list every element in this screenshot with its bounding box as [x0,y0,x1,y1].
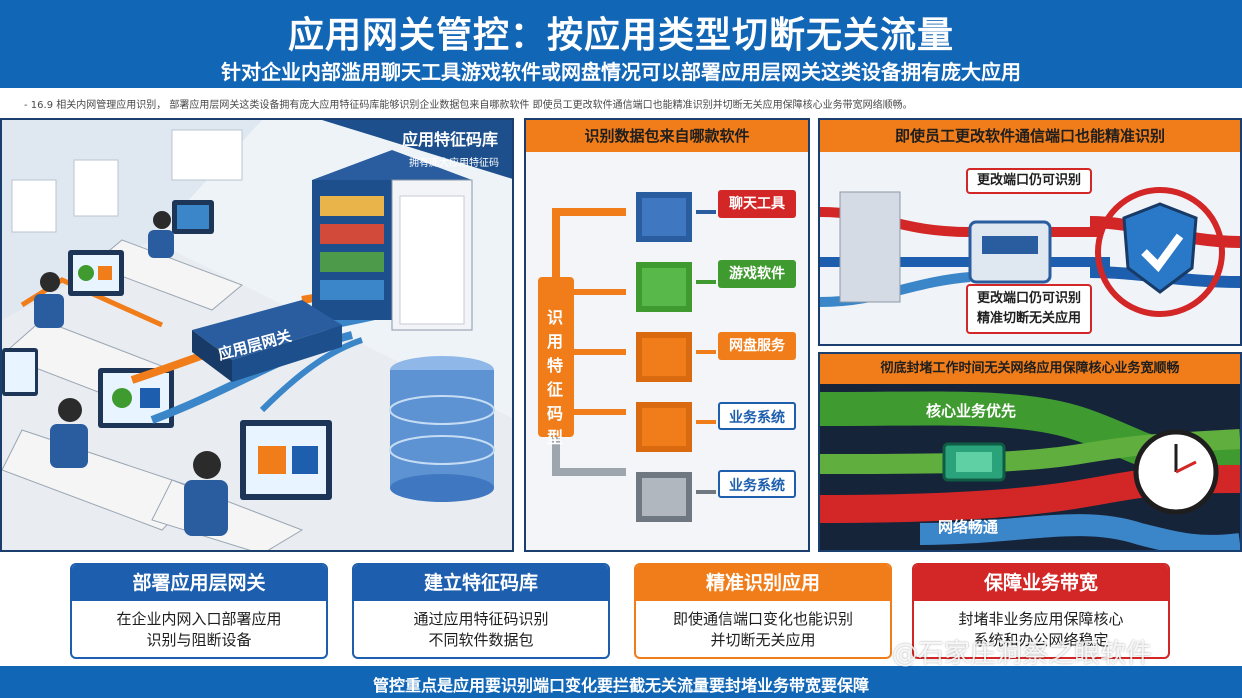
port-label-bottom-box: 更改端口仍可识别 精准切断无关应用 [966,284,1092,334]
vertical-label: 识用特征码型 [546,308,563,447]
card-build-library-line1: 通过应用特征码识别 [413,610,549,628]
footer-banner: 管控重点是应用要识别端口变化要拦截无关流量要封堵业务带宽要保障 [0,666,1242,698]
app-label-business-1: 业务系统 [718,402,796,430]
card-deploy-gateway-title: 部署应用层网关 [72,565,326,601]
panel-bandwidth: 彻底封堵工作时间无关网络应用保障核心业务宽顺畅 核心业务优先 网络畅通 [818,352,1242,552]
bandwidth-illustration [820,391,1240,550]
app-label-business-2: 业务系统 [718,470,796,498]
software-flow-illustration [538,192,716,522]
watermark: @石家庄洞察之眼软件 [892,639,1153,669]
port-change-illustration [820,187,1240,317]
app-label-netdisk: 网盘服务 [718,332,796,360]
card-precise-identify-line1: 即使通信端口变化也能识别 [672,610,853,628]
page-title: 应用网关管控：按应用类型切断无关流量 [287,15,954,56]
panel-port-change: 即使员工更改软件通信端口也能精准识别 更改端口仍可识别 更改端口仍可识别 精准切… [818,118,1242,346]
card-precise-identify: 精准识别应用 即使通信端口变化也能识别 并切断无关应用 [634,563,892,659]
app-label-game: 游戏软件 [718,260,796,288]
office-scene-illustration: 应用特征码库 拥有庞大应用特征码 应用层网关 [2,120,512,550]
footer-text: 管控重点是应用要识别端口变化要拦截无关流量要封堵业务带宽要保障 [372,676,869,695]
card-build-library-line2: 不同软件数据包 [428,631,534,649]
app-label-chat: 聊天工具 [718,190,796,218]
card-deploy-gateway: 部署应用层网关 在企业内网入口部署应用 识别与阻断设备 [70,563,328,659]
port-label-bottom-line1: 更改端口仍可识别 [976,291,1081,306]
library-title: 应用特征码库 [402,130,498,149]
card-deploy-gateway-line1: 在企业内网入口部署应用 [116,610,282,628]
port-label-bottom-line2: 精准切断无关应用 [976,311,1081,326]
card-build-library-title: 建立特征码库 [354,565,608,601]
core-priority-label: 核心业务优先 [926,402,1017,420]
card-guarantee-bandwidth-line1: 封堵非业务应用保障核心 [958,610,1124,628]
card-precise-identify-title: 精准识别应用 [636,565,890,601]
panel4-title: 彻底封堵工作时间无关网络应用保障核心业务宽顺畅 [820,354,1240,384]
card-guarantee-bandwidth-line2: 系统和办公网络稳定 [973,631,1109,649]
panel2-title: 识别数据包来自哪款软件 [526,120,808,152]
card-precise-identify-line2: 并切断无关应用 [710,631,816,649]
panel-identify-software: 识别数据包来自哪款软件 识用特征码型 聊天工具 游戏软件 网盘服务 业务系统 业… [524,118,810,552]
port-label-top: 更改端口仍可识别 [966,168,1092,194]
panel3-title: 即使员工更改软件通信端口也能精准识别 [820,120,1240,152]
card-deploy-gateway-line2: 识别与阻断设备 [146,631,252,649]
card-build-library: 建立特征码库 通过应用特征码识别 不同软件数据包 [352,563,610,659]
network-smooth-label: 网络畅通 [938,518,999,536]
library-subtitle: 拥有庞大应用特征码 [409,156,499,169]
page-subtitle: 针对企业内部滥用聊天工具游戏软件或网盘情况可以部署应用层网关这类设备拥有庞大应用 [221,60,1021,84]
card-guarantee-bandwidth-title: 保障业务带宽 [914,565,1168,601]
panel-office-gateway: 应用特征码库 拥有庞大应用特征码 应用层网关 [0,118,514,552]
intro-text: - 16.9 相关内网管理应用识别， 部署应用层网关这类设备拥有庞大应用特征码库… [24,100,913,111]
card-guarantee-bandwidth: 保障业务带宽 封堵非业务应用保障核心 系统和办公网络稳定 [912,563,1170,659]
header-banner: 应用网关管控：按应用类型切断无关流量 针对企业内部滥用聊天工具游戏软件或网盘情况… [0,0,1242,88]
